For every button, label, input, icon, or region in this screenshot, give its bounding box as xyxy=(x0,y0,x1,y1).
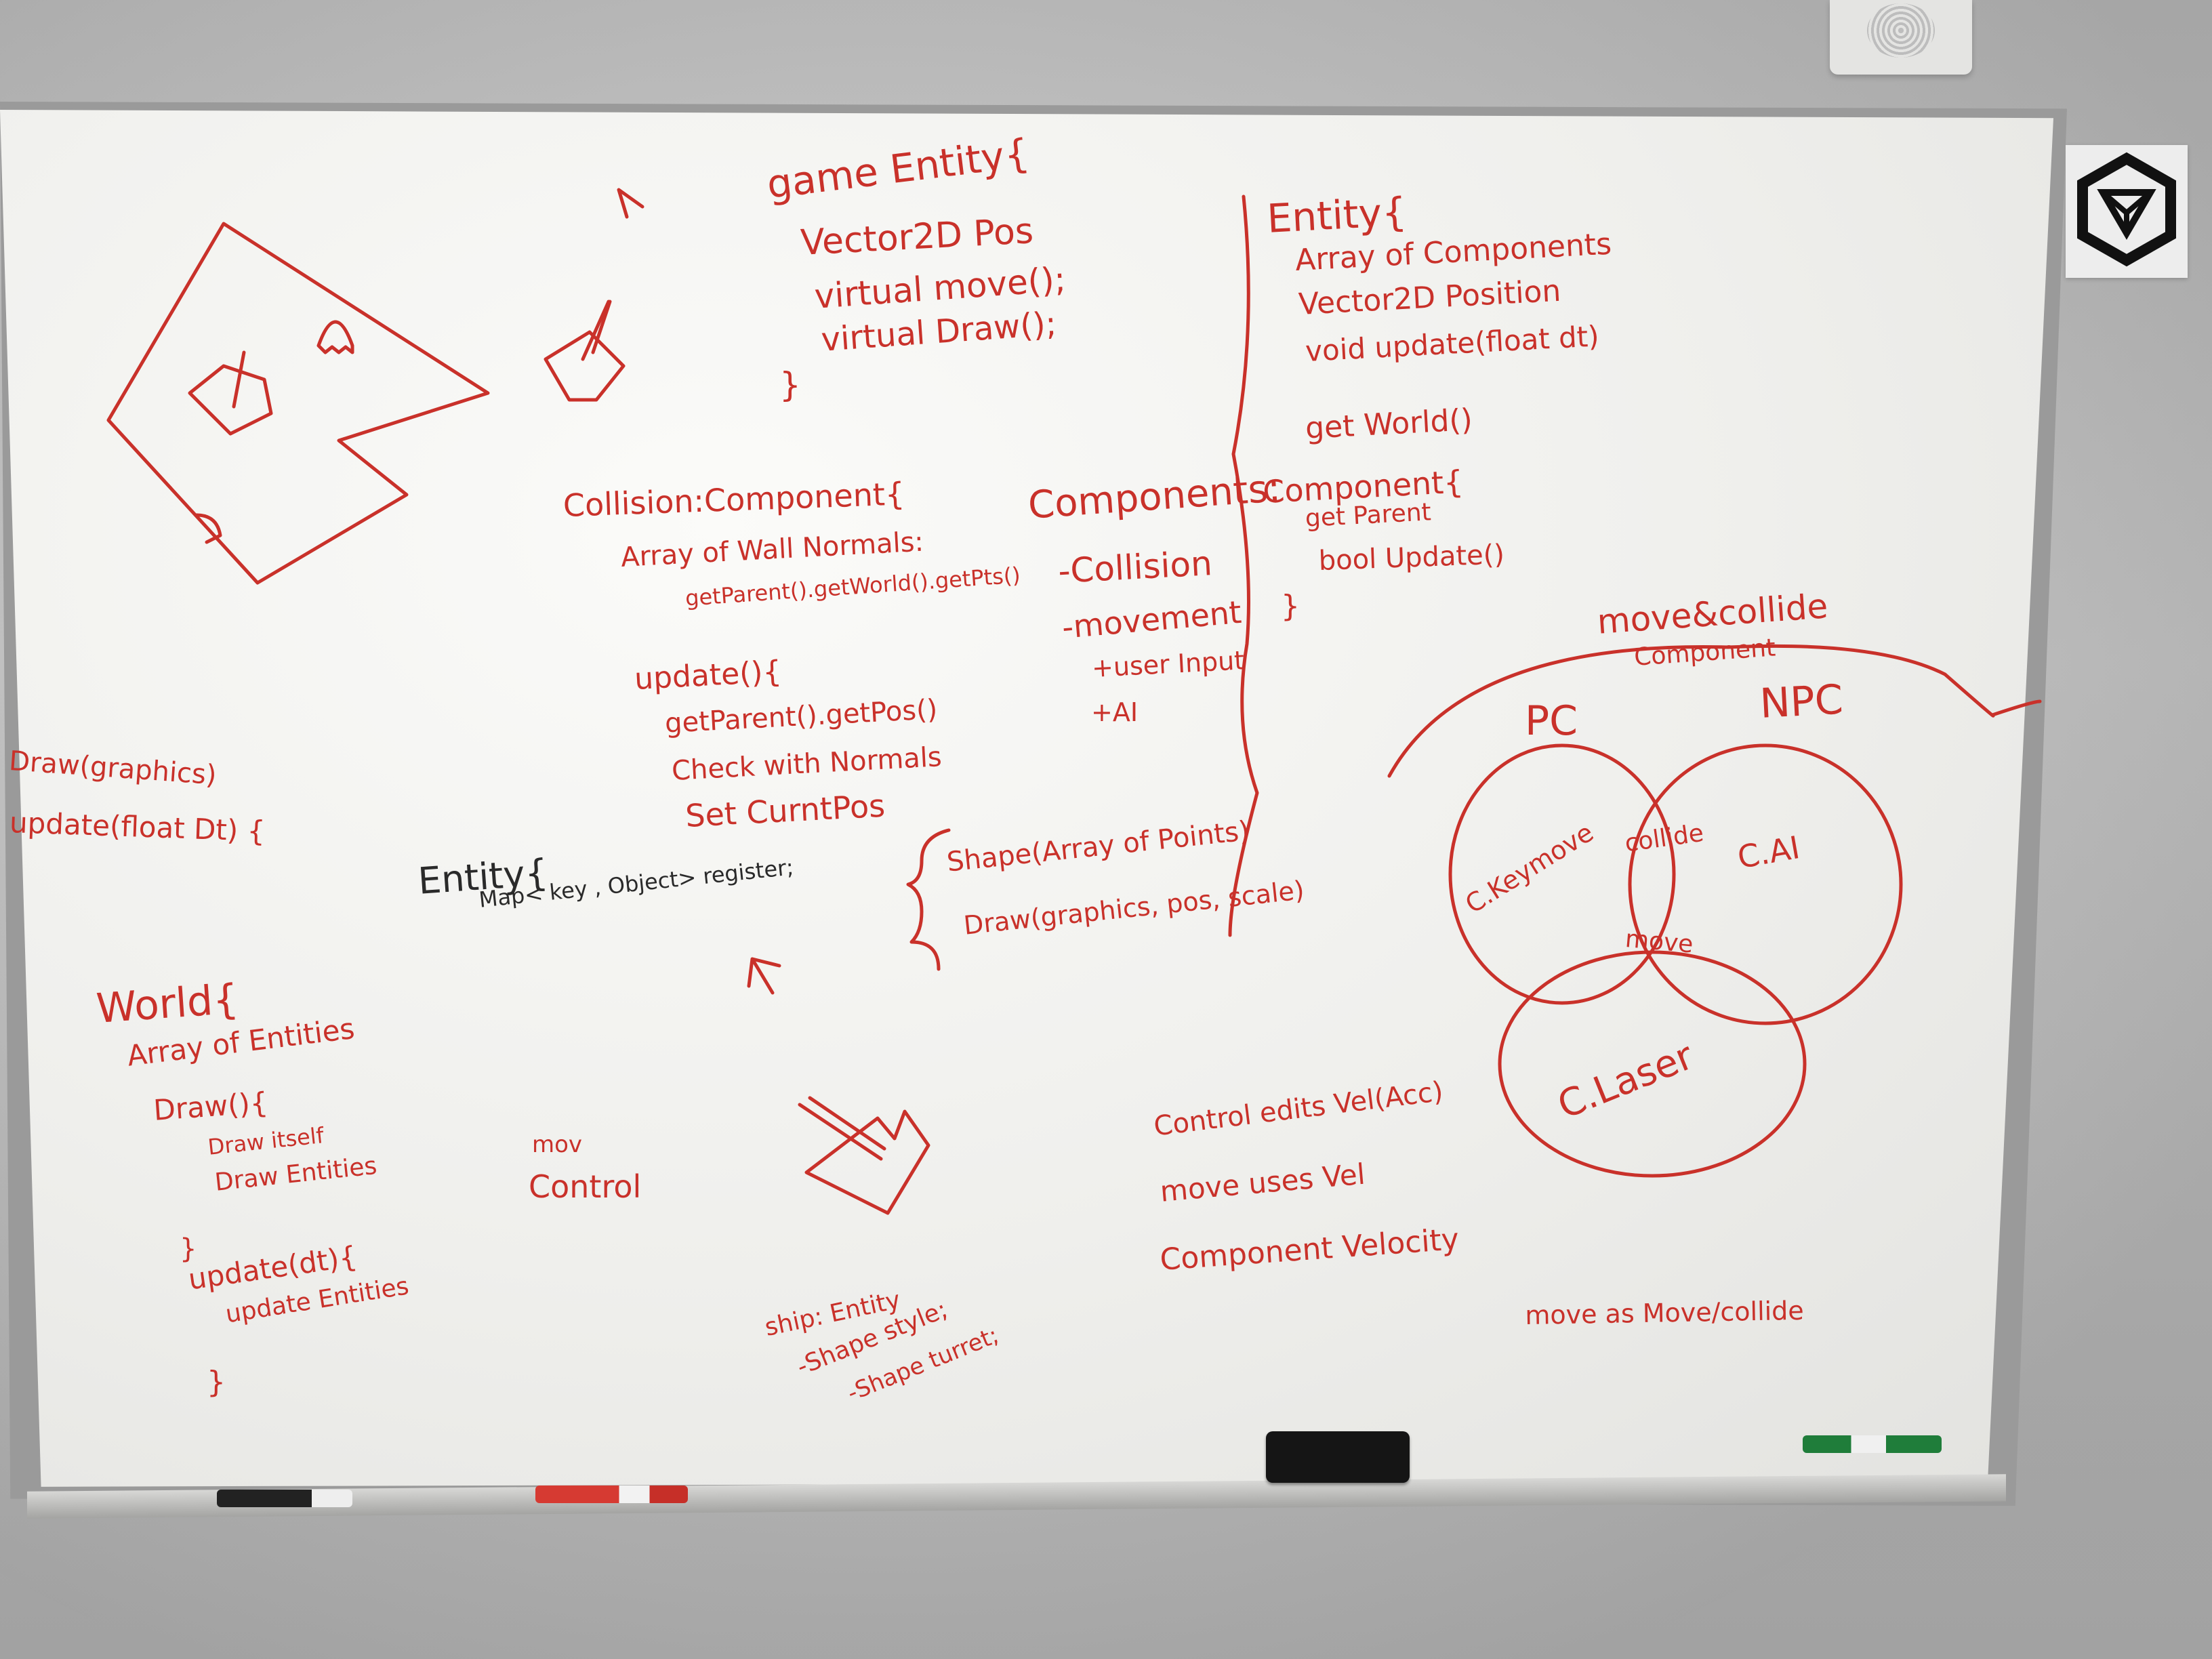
arrow-mark-mid xyxy=(747,957,781,995)
whiteboard-eraser[interactable] xyxy=(1266,1431,1410,1483)
venn-region-move: move xyxy=(1624,925,1695,959)
footer-note: move as Move/collide xyxy=(1524,1295,1805,1330)
ingress-logo-sticker xyxy=(2066,145,2188,278)
game-entity-close: } xyxy=(779,365,801,405)
venn-label-npc: NPC xyxy=(1758,676,1845,728)
components-item-4: +AI xyxy=(1091,697,1139,727)
ship-sketch-bottom xyxy=(804,1109,930,1215)
components-item-1: -Collision xyxy=(1057,544,1214,591)
ship-sketch-small xyxy=(188,364,273,436)
red-marker[interactable] xyxy=(535,1486,688,1503)
venn-header-arc xyxy=(1387,644,2042,778)
component-close: } xyxy=(1281,589,1300,623)
enemy-ghost-sketch xyxy=(316,320,354,354)
ceiling-speaker xyxy=(1830,0,1972,75)
ship-sketch-top xyxy=(544,330,626,402)
whiteboard-surface xyxy=(0,110,2053,1487)
world-line-5: } xyxy=(180,1233,197,1265)
venn-circle-laser xyxy=(1498,950,1807,1178)
speaker-grill xyxy=(1867,3,1935,58)
world-header: World{ xyxy=(94,975,241,1033)
world-line-8: } xyxy=(207,1365,226,1399)
venn-label-pc: PC xyxy=(1525,697,1578,745)
entity-top-header: Entity{ xyxy=(1265,188,1408,242)
mov-note: mov xyxy=(532,1131,583,1158)
venn-circle-pc xyxy=(1448,743,1676,1005)
arrow-mark-top xyxy=(617,188,644,219)
component-line-2: bool Update() xyxy=(1318,539,1505,577)
control-note: Control xyxy=(529,1168,642,1205)
ingress-logo-icon xyxy=(2077,152,2176,267)
black-marker[interactable] xyxy=(217,1490,352,1507)
shape-brace xyxy=(906,828,951,971)
divider-line xyxy=(1228,194,1259,937)
level-map-sketch xyxy=(106,222,490,585)
green-marker[interactable] xyxy=(1803,1435,1942,1453)
venn-circle-npc xyxy=(1628,743,1903,1025)
